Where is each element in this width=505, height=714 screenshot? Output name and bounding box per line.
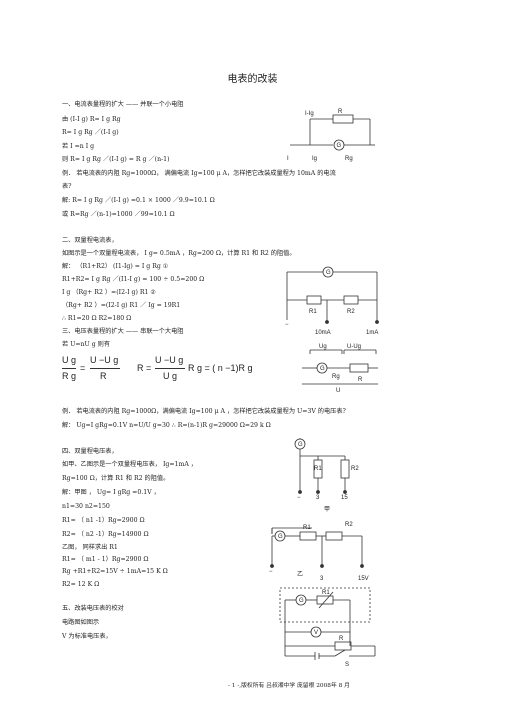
s5-line-1: 电路图如图示 <box>62 619 100 626</box>
formula-u-minus-ug: U −U g <box>90 355 119 365</box>
fig2-label-10ma: 10mA <box>315 330 331 336</box>
fig3-label-u: U <box>336 388 340 394</box>
s1-line-2: R= I g Rg ／(I-I g) <box>62 129 119 136</box>
fig3-label-g: G <box>320 366 325 372</box>
s4-line-7: 乙图， 同样求出 R1 <box>62 544 118 551</box>
fig1-label-r: R <box>338 109 343 115</box>
s3-line-1: 若 U=nU g 则有 <box>62 341 111 348</box>
s2-line-1: 如图示是一个双量程电流表， I g= 0.5mA ，Rg=200 Ω，计算 R1… <box>62 250 296 257</box>
fig4-label-r1: R1 <box>314 466 322 472</box>
figure-1-shunt-circuit: I-Ig R G I Ig Rg <box>287 109 375 162</box>
fig5-label-r1: R1 <box>303 525 311 531</box>
s4-line-3: 解：甲图 ， Ug= I gRg =0.1V ， <box>62 489 160 496</box>
s2-line-6: ∴ R1=20 Ω R2=180 Ω <box>62 315 132 322</box>
s4-line-6: R2= （ n2 -1）Rg=14900 Ω <box>62 531 149 538</box>
fig1-label-g: G <box>337 143 342 149</box>
s3-solution: 解： Ug=I gRg=0.1V n=U/U g=30 ∴ R=(n-1)R g… <box>62 422 271 429</box>
formula-frac-line-2 <box>90 368 120 369</box>
fig6-label-r1: R1 <box>322 590 330 596</box>
fig1-label-rg: Rg <box>345 156 353 162</box>
s2-line-3: R1+R2= I g Rg ／(I1-I g) = 100 ÷ 0.5=200 … <box>62 276 205 283</box>
formula-rg: R g <box>62 371 77 381</box>
section-1-heading: 一、电流表量程的扩大 —— 并联一个小电阻 <box>62 101 184 108</box>
s4-line-1: 如甲、乙图示是一个双量程电压表， Ig=1mA ， <box>62 461 197 468</box>
s4-line-2: Rg=100 Ω，计算 R1 和 R2 的阻值。 <box>62 475 170 482</box>
s1-line-7: 解: R= I g Rg ／(I-I g) =0.1 × 1000 ／9.9=1… <box>62 197 215 204</box>
figure-6-calibration-circuit: G R1 V R S <box>279 587 376 668</box>
section-3-heading: 三、电压表量程的扩大 —— 串联一个大电阻 <box>62 328 184 335</box>
fig5-label-r2: R2 <box>345 522 353 528</box>
s1-line-8: 或 R=Rg ／(n-1)=1000 ／99=10.1 Ω <box>62 211 175 218</box>
fig6-label-r: R <box>339 636 344 642</box>
fig2-label-r2: R2 <box>347 309 355 315</box>
formula-denominator-2: U g <box>163 371 178 381</box>
fig4-caption: 甲 <box>324 506 330 513</box>
fig3-label-r: R <box>358 377 363 383</box>
fig2-label-g: G <box>326 270 331 276</box>
s2-line-2: 解： （R1+R2） (I1-Ig) = I g Rg ① <box>62 263 169 270</box>
figure-2-dual-ammeter: G R1 R2 − 10mA 1mA <box>285 266 379 336</box>
formula-r: R <box>100 371 107 381</box>
s4-line-5: R1= （ n1 -1）Rg=2900 Ω <box>62 517 145 524</box>
s1-line-3: 若 I =n I g <box>62 143 95 150</box>
formula-frac-line-3 <box>155 368 185 369</box>
section-5-heading: 五、改装电压表的校对 <box>62 605 124 612</box>
formula-r-equals: R = <box>137 363 152 373</box>
s2-line-4: I g （Rg+ R2 ）=(I2-I g) R1 ② <box>62 289 156 296</box>
page-title: 电表的改装 <box>227 74 278 85</box>
fig4-label-3: 3 <box>316 495 320 501</box>
figure-3-series-voltmeter: Ug U-Ug G Rg R U <box>302 344 378 394</box>
formula-frac-line-1 <box>62 368 76 369</box>
s1-line-5: 例． 若电流表的内阻 Rg=1000Ω， 满偏电流 Ig=100 μ A，怎样把… <box>62 170 336 177</box>
fig4-label-r2: R2 <box>351 466 359 472</box>
s2-line-5: （Rg+ R2 ）=(I2-I g) R1 ／ Ig = 19R1 <box>62 302 181 309</box>
figure-5-dual-voltmeter-yi: G R1 R2 − 3 15V 乙 <box>269 522 369 582</box>
fig1-label-ig: Ig <box>312 156 317 162</box>
fig4-label-g: G <box>298 442 303 448</box>
fig4-label-15: 15 <box>341 495 348 501</box>
fig5-label-minus: − <box>269 569 273 575</box>
s4-line-10: R2= 12 K Ω <box>62 581 100 588</box>
s1-line-6: 表? <box>62 183 72 190</box>
fig3-label-rg: Rg <box>332 374 340 380</box>
formula-equals: = <box>80 363 86 373</box>
fig5-label-15v: 15V <box>358 576 369 582</box>
s1-line-4: 则 R= I g Rg ／(I-I g) = R g ／(n-1) <box>62 156 170 163</box>
section-2-heading: 二、双量程电流表， <box>62 237 118 244</box>
fig1-label-i-minus-ig: I-Ig <box>305 111 314 117</box>
formula-ug: U g <box>62 355 77 365</box>
fig2-label-minus: − <box>285 322 289 328</box>
formula-numerator-2: U −U g <box>155 355 184 365</box>
s4-line-9: Rg +R1+R2=15V ÷ 1mA=15 K Ω <box>62 568 168 575</box>
formula-tail: R g = ( n −1)R g <box>188 363 253 373</box>
fig2-label-r1: R1 <box>309 309 317 315</box>
fig4-label-minus: − <box>297 495 301 501</box>
s4-line-8: R1= （ m1 - 1）Rg=2900 Ω <box>62 556 149 563</box>
fig2-label-1ma: 1mA <box>366 330 378 336</box>
fig3-label-u-minus-ug: U-Ug <box>347 344 361 350</box>
page-footer: - 1 -,版权所有 吕叔湘中学 庞留根 2008年 8 月 <box>228 683 350 689</box>
s3-example: 例． 若电流表的内阻 Rg=1000Ω，满偏电流 Ig=100 μ A ，怎样把… <box>62 408 346 415</box>
s5-line-2: V 为标准电压表， <box>62 633 112 640</box>
fig5-caption: 乙 <box>297 571 303 578</box>
fig1-label-i: I <box>287 156 289 162</box>
fig6-label-g: G <box>299 598 304 604</box>
fig5-label-g: G <box>278 534 283 540</box>
fig6-label-s: S <box>345 662 349 668</box>
fig6-label-v: V <box>314 630 318 636</box>
s4-line-4: n1=30 n2=150 <box>62 503 110 510</box>
figure-4-dual-voltmeter-jia: G R1 R2 − 3 15 甲 <box>294 438 359 513</box>
section-4-heading: 四、双量程电压表， <box>62 448 118 455</box>
s1-line-1: 由 (I-I g) R= I g Rg <box>62 116 121 123</box>
fig5-label-3: 3 <box>320 576 324 582</box>
fig3-label-ug: Ug <box>319 344 327 350</box>
